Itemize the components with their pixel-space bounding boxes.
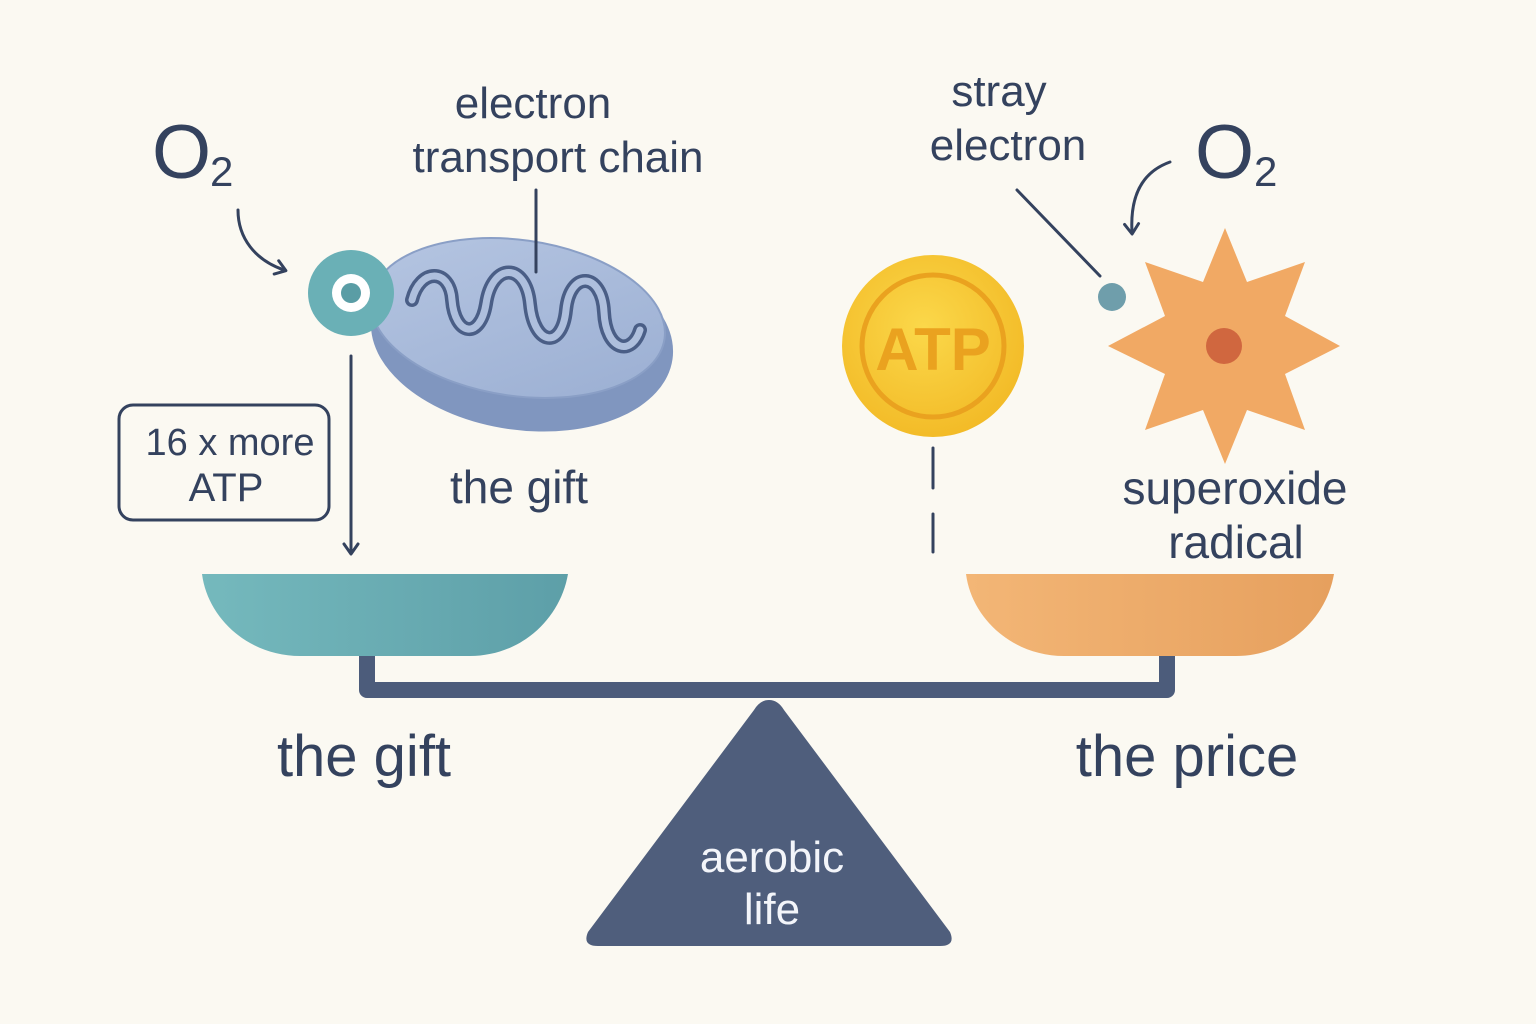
etc-label-line2: transport chain [412, 133, 703, 182]
atp-box-line1: 16 x more [146, 422, 315, 464]
fulcrum-label-line1: aerobic [700, 833, 844, 882]
stray-label-line1: stray [951, 67, 1046, 116]
oxygen-entry-node [308, 250, 394, 336]
stray-electron-dot [1098, 283, 1126, 311]
price-label-large: the price [1076, 724, 1298, 789]
etc-label-line1: electron [455, 79, 612, 128]
superoxide-label-line1: superoxide [1122, 462, 1347, 514]
o2-right-label: O [1195, 110, 1254, 195]
atp-box-line2: ATP [189, 466, 264, 510]
o2-left-subscript: 2 [210, 148, 233, 195]
o2-entry-arrow-left [236, 208, 288, 276]
mitochondrion-icon [370, 237, 674, 432]
gift-label-small: the gift [450, 461, 588, 513]
fulcrum: aerobic life [586, 700, 952, 946]
superoxide-radical-icon [1108, 228, 1340, 464]
fulcrum-label-line2: life [744, 885, 800, 934]
stray-electron-leader [1015, 188, 1102, 278]
superoxide-label-line2: radical [1168, 516, 1304, 568]
o2-right-subscript: 2 [1254, 148, 1277, 195]
o2-left-label: O [152, 110, 211, 195]
atp-yield-box: 16 x more ATP [117, 403, 331, 522]
price-pan [966, 574, 1334, 656]
oxygen-molecule-left: O 2 [152, 110, 233, 195]
gift-pan [202, 574, 568, 656]
atp-coin-label: ATP [875, 316, 991, 383]
oxygen-molecule-right: O 2 [1195, 110, 1277, 195]
stray-label-line2: electron [930, 121, 1087, 170]
atp-coin-icon: ATP [842, 255, 1024, 437]
balance-beam [359, 644, 1175, 698]
o2-arrow-right [1123, 160, 1172, 236]
gift-label-large: the gift [277, 724, 451, 789]
